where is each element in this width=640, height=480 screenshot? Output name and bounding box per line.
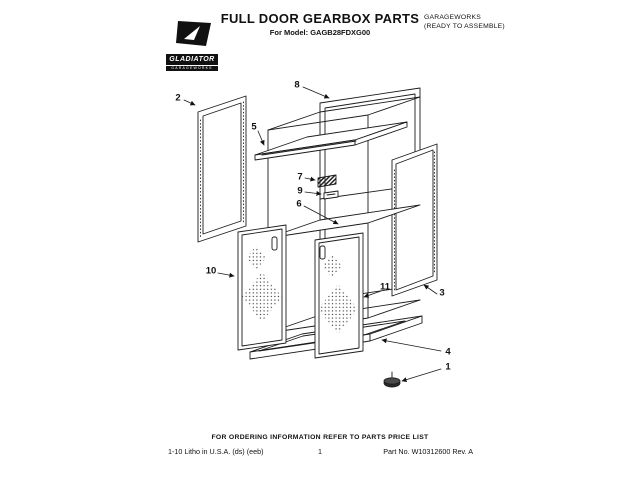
gearbox-part [317, 174, 337, 188]
ordering-note: FOR ORDERING INFORMATION REFER TO PARTS … [211, 434, 429, 441]
right-door-handle [319, 245, 326, 260]
model-line: For Model: GAGB28FDXG00 [269, 28, 371, 37]
logo-brand-text: GLADIATOR [166, 54, 218, 65]
gladiator-pennant-icon [176, 21, 211, 46]
callout-leaders [183, 86, 442, 383]
right-side-panel [391, 143, 438, 297]
callout-11: 11 [379, 281, 391, 293]
left-side-panel [197, 95, 247, 243]
leveler-foot [383, 371, 401, 388]
brand-region-block: GARAGEWORKS (READY TO ASSEMBLE) [424, 13, 505, 31]
right-door [314, 232, 364, 359]
callout-8: 8 [294, 79, 300, 91]
callout-5: 5 [251, 121, 257, 133]
left-door-handle [271, 236, 278, 251]
callout-9: 9 [297, 185, 303, 197]
part-number: Part No. W10312600 Rev. A [383, 447, 473, 456]
callout-4: 4 [445, 346, 451, 358]
callout-2: 2 [175, 92, 181, 104]
brand-region-line2: (READY TO ASSEMBLE) [424, 23, 505, 31]
page-title: FULL DOOR GEARBOX PARTS [220, 11, 420, 26]
callout-3: 3 [439, 287, 445, 299]
mid-brace [267, 204, 421, 239]
litho-note: 1-10 Litho in U.S.A. (ds) (eeb) [168, 447, 264, 456]
callout-6: 6 [296, 198, 302, 210]
latch-part [323, 190, 339, 200]
top-shelf [254, 121, 408, 161]
left-door [237, 224, 287, 351]
brand-region-line1: GARAGEWORKS [424, 14, 481, 21]
page-number: 1 [318, 447, 322, 456]
gladiator-logo: GLADIATOR GARAGEWORKS [166, 20, 218, 71]
callout-10: 10 [205, 265, 217, 277]
callout-7: 7 [297, 171, 303, 183]
logo-sub-text: GARAGEWORKS [166, 66, 218, 71]
callout-1: 1 [445, 361, 451, 373]
